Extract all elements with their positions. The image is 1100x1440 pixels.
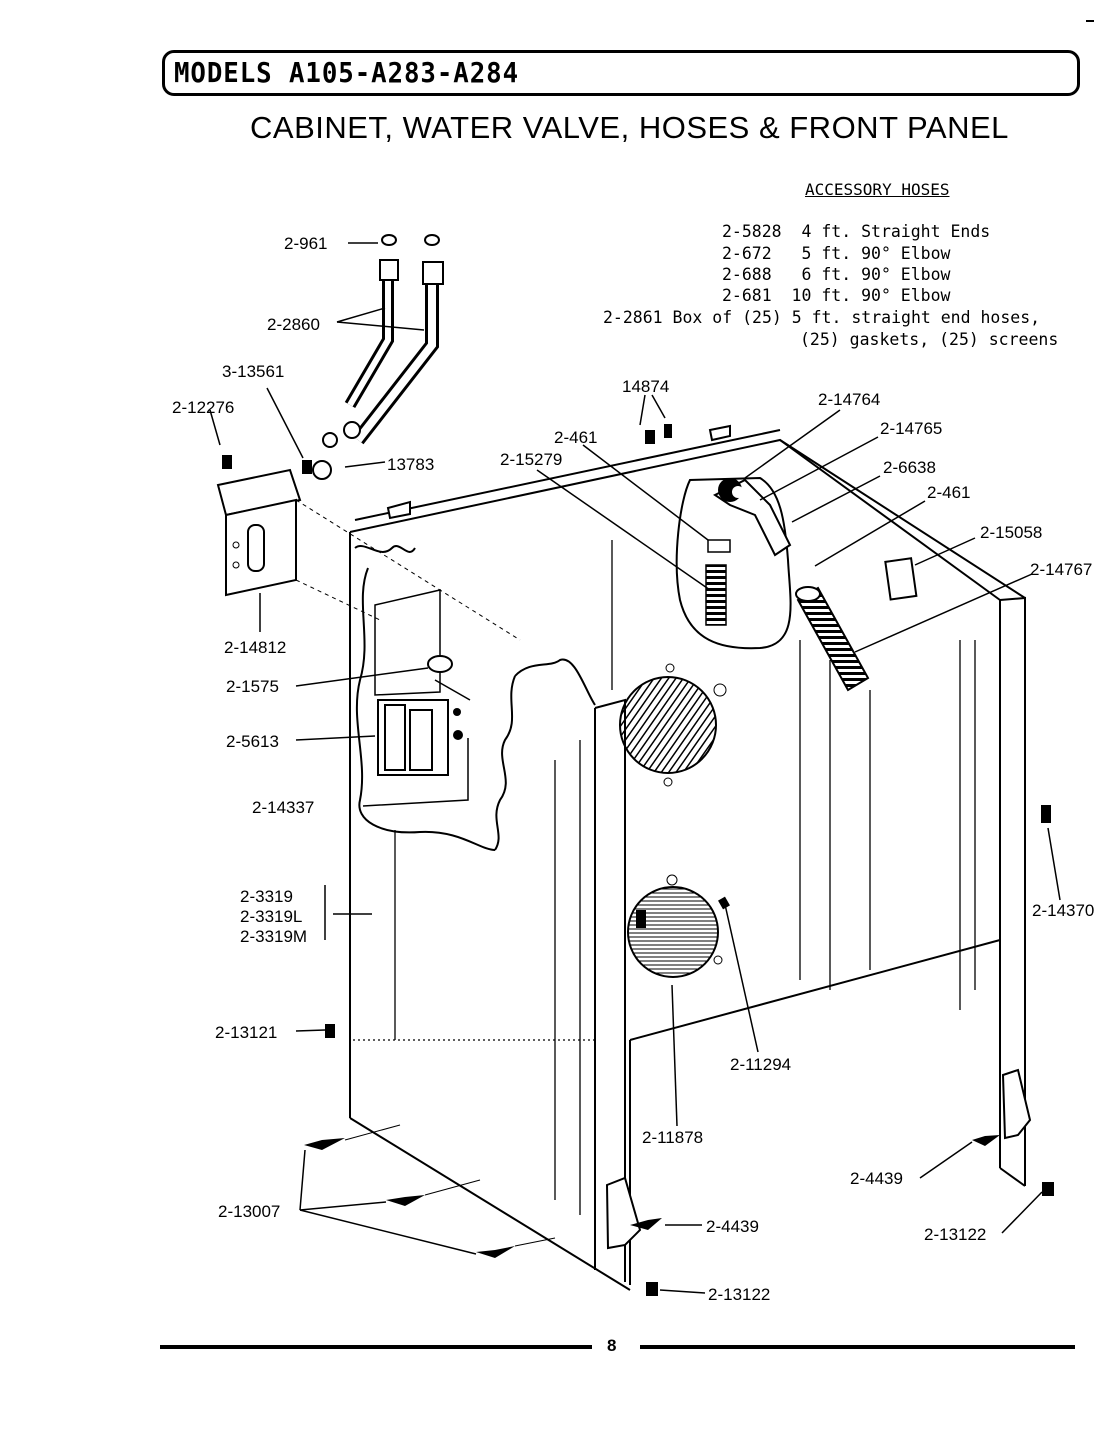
models-title: MODELS A105-A283-A284	[174, 56, 520, 89]
accessory-line: 2-681 10 ft. 90° Elbow	[722, 286, 951, 305]
part-label: 2-13121	[215, 1023, 277, 1042]
part-label: 2-4439	[706, 1217, 759, 1236]
loose-fasteners	[304, 424, 1054, 1296]
accessory-line: (25) gaskets, (25) screens	[800, 330, 1059, 349]
part-label: 2-11878	[642, 1128, 703, 1147]
part-label: 2-14337	[252, 798, 314, 817]
part-label: 2-6638	[883, 458, 936, 477]
part-label: 2-14765	[880, 419, 942, 438]
panel-ribs	[350, 540, 976, 1215]
part-label: 2-11294	[730, 1055, 791, 1074]
upper-porthole	[619, 663, 727, 787]
part-labels: 2-961 2-2860 3-13561 2-12276 13783 14874…	[172, 234, 1094, 1304]
leader-lines	[209, 242, 1061, 1294]
accessory-line: 2-5828 4 ft. Straight Ends	[722, 222, 991, 241]
fill-hose-2-14767	[795, 586, 870, 692]
upper-access-cutout	[675, 476, 792, 650]
part-label: 2-461	[927, 483, 970, 502]
part-label: 2-13122	[708, 1285, 770, 1304]
part-label: 2-3319L	[240, 907, 302, 926]
lower-porthole	[627, 874, 730, 978]
part-label: 2-1575	[226, 677, 279, 696]
page-number: 8	[607, 1336, 617, 1355]
part-label: 2-5613	[226, 732, 279, 751]
accessory-line: 2-688 6 ft. 90° Elbow	[722, 265, 951, 284]
part-label: 2-961	[284, 234, 327, 253]
header-frame	[162, 50, 1080, 96]
part-label: 13783	[387, 455, 434, 474]
accessory-hoses-title: ACCESSORY HOSES	[805, 180, 950, 199]
cabinet-body	[349, 429, 1026, 1291]
part-label: 2-12276	[172, 398, 234, 417]
inlet-hoses-2-2860	[312, 234, 444, 480]
part-label: 2-2860	[267, 315, 320, 334]
water-valve-2-5613	[374, 589, 471, 776]
part-label: 2-14812	[224, 638, 286, 657]
part-label: 2-13122	[924, 1225, 986, 1244]
part-label: 2-3319M	[240, 927, 307, 946]
part-label: 2-3319	[240, 887, 293, 906]
part-label: 2-461	[554, 428, 597, 447]
bracket-2-14812	[216, 455, 312, 597]
corner-mark	[1086, 20, 1094, 22]
part-label: 2-13007	[218, 1202, 280, 1221]
accessory-line: 2-672 5 ft. 90° Elbow	[722, 244, 951, 263]
accessory-line: 2-2861 Box of (25) 5 ft. straight end ho…	[603, 308, 1041, 327]
part-label: 2-14764	[818, 390, 880, 409]
assembly-lines	[295, 499, 556, 1247]
page-subtitle: CABINET, WATER VALVE, HOSES & FRONT PANE…	[250, 110, 1009, 145]
part-label: 2-4439	[850, 1169, 903, 1188]
cabinet-tabs	[386, 424, 1032, 1250]
part-label: 2-15058	[980, 523, 1042, 542]
part-label: 2-15279	[500, 450, 562, 469]
part-label: 14874	[622, 377, 669, 396]
part-label: 3-13561	[222, 362, 284, 381]
part-label: 2-14767	[1030, 560, 1092, 579]
part-label: 2-14370	[1032, 901, 1094, 920]
